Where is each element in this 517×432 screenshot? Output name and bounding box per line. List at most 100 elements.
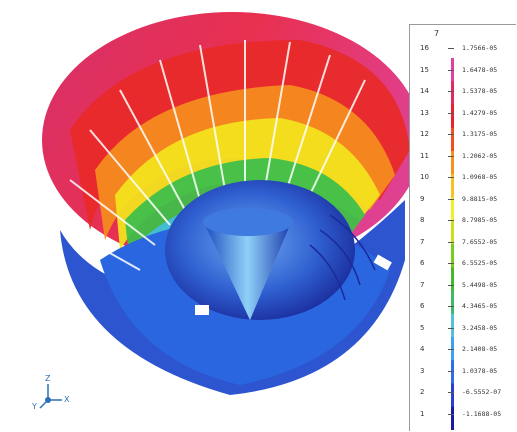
- colorbar-segment: [451, 290, 454, 315]
- axis-label-x: X: [64, 395, 70, 404]
- legend-tick: [448, 48, 454, 49]
- legend-level-value: 7.6552-05: [462, 237, 498, 246]
- legend-level-value: -1.1688-05: [462, 409, 502, 418]
- legend-tick: [448, 413, 454, 415]
- legend-level-value: 1.6478-05: [462, 65, 498, 74]
- legend-level-index: 4: [420, 345, 425, 353]
- legend-level-value: 1.0378-05: [462, 366, 498, 375]
- legend-level-index: 10: [420, 173, 429, 181]
- legend-level-index: 11: [420, 151, 429, 160]
- legend-tick: [448, 177, 454, 178]
- legend-entry: 2 -6.5552-07: [410, 387, 516, 411]
- legend-header: 7: [434, 29, 440, 38]
- legend-level-index: 9: [420, 194, 425, 203]
- legend-entry: 5 3.2458-05: [410, 323, 516, 347]
- legend-entry: 13 1.4279-05: [410, 108, 516, 132]
- legend-tick: [448, 241, 454, 243]
- legend-tick: [448, 112, 454, 114]
- colorbar-segment: [451, 220, 454, 245]
- legend-tick: [448, 155, 454, 157]
- legend-level-value: 1.5378-05: [462, 87, 498, 95]
- cone-top: [203, 208, 293, 236]
- colorbar-segment: [451, 197, 454, 222]
- legend-tick: [448, 198, 454, 200]
- colorbar-segment: [451, 313, 454, 338]
- blade-edges: [59, 40, 366, 271]
- legend-level-value: 1.4279-05: [462, 108, 498, 117]
- legend-level-value: 1.3175-05: [462, 130, 498, 138]
- colorbar-segment: [451, 127, 454, 152]
- colorbar-segment: [451, 360, 454, 384]
- colorbar-segment: [451, 104, 454, 129]
- legend-level-index: 15: [420, 65, 429, 74]
- highlight-patch: [195, 305, 209, 315]
- legend-entry: 6 4.3465-05: [410, 301, 516, 325]
- legend-level-value: 1.0968-05: [462, 173, 498, 181]
- legend-level-index: 2: [420, 388, 425, 396]
- legend-entry: 6 6.5525-05: [410, 258, 516, 282]
- legend-level-index: 7: [420, 280, 425, 289]
- legend-tick: [448, 370, 454, 372]
- axes-triad-graphic: [39, 384, 62, 409]
- legend-level-index: 8: [420, 216, 425, 224]
- legend-tick: [448, 284, 454, 286]
- colorbar-segment: [451, 244, 454, 268]
- legend-entry: 4 2.1408-05: [410, 344, 516, 368]
- legend-level-value: 6.5525-05: [462, 259, 498, 267]
- legend-tick: [448, 327, 454, 329]
- axis-label-y: Y: [32, 402, 37, 411]
- legend-tick: [448, 392, 454, 393]
- legend-tick: [448, 306, 454, 307]
- colorbar-segment: [451, 174, 454, 198]
- legend-tick: [448, 91, 454, 92]
- legend-level-value: 2.1408-05: [462, 345, 498, 353]
- legend-level-index: 6: [420, 302, 425, 310]
- legend-entry: 11 1.2062-05: [410, 151, 516, 175]
- contour-band-red: [70, 40, 410, 230]
- legend-level-value: 5.4498-05: [462, 280, 498, 289]
- turbine-runner-contour-plot: [42, 12, 410, 395]
- legend-tick: [448, 220, 454, 221]
- colorbar-segment: [451, 151, 454, 175]
- legend-entry: 7 5.4498-05: [410, 280, 516, 304]
- legend-entry: 9 9.8815-05: [410, 194, 516, 218]
- legend-level-value: 9.8815-05: [462, 194, 498, 203]
- contour-band-yellow: [115, 118, 380, 250]
- contour-band-orange: [95, 85, 395, 240]
- colorbar-segment: [451, 81, 454, 105]
- contour-band-green: [125, 158, 365, 265]
- axis-label-z: Z: [45, 374, 51, 383]
- highlight-patch: [373, 254, 392, 271]
- legend-level-value: -6.5552-07: [462, 388, 502, 396]
- legend-tick: [448, 134, 454, 135]
- legend-level-value: 4.3465-05: [462, 302, 498, 310]
- legend-tick: [448, 349, 454, 350]
- legend-tick: [448, 69, 454, 71]
- colorbar-segment: [451, 337, 454, 361]
- legend-level-index: 13: [420, 108, 429, 117]
- central-cone: [205, 225, 290, 320]
- axes-triad: Z X Y: [30, 374, 80, 418]
- legend-tick: [448, 263, 454, 264]
- legend-level-value: 1.2062-05: [462, 151, 498, 160]
- legend-level-value: 3.2458-05: [462, 323, 498, 332]
- legend-level-index: 14: [420, 87, 429, 95]
- legend-level-index: 1: [420, 409, 425, 418]
- legend-level-value: 1.7566-05: [462, 44, 498, 52]
- legend-entry: 14 1.5378-05: [410, 86, 516, 110]
- colorbar-segment: [451, 383, 454, 408]
- legend-entry: 10 1.0968-05: [410, 172, 516, 196]
- legend-level-index: 5: [420, 323, 425, 332]
- legend-level-index: 6: [420, 259, 425, 267]
- colorbar-segment: [451, 406, 454, 430]
- hub-blades: [309, 214, 376, 301]
- colorbar-segment: [451, 267, 454, 291]
- legend-entry: 1 -1.1688-05: [410, 409, 516, 432]
